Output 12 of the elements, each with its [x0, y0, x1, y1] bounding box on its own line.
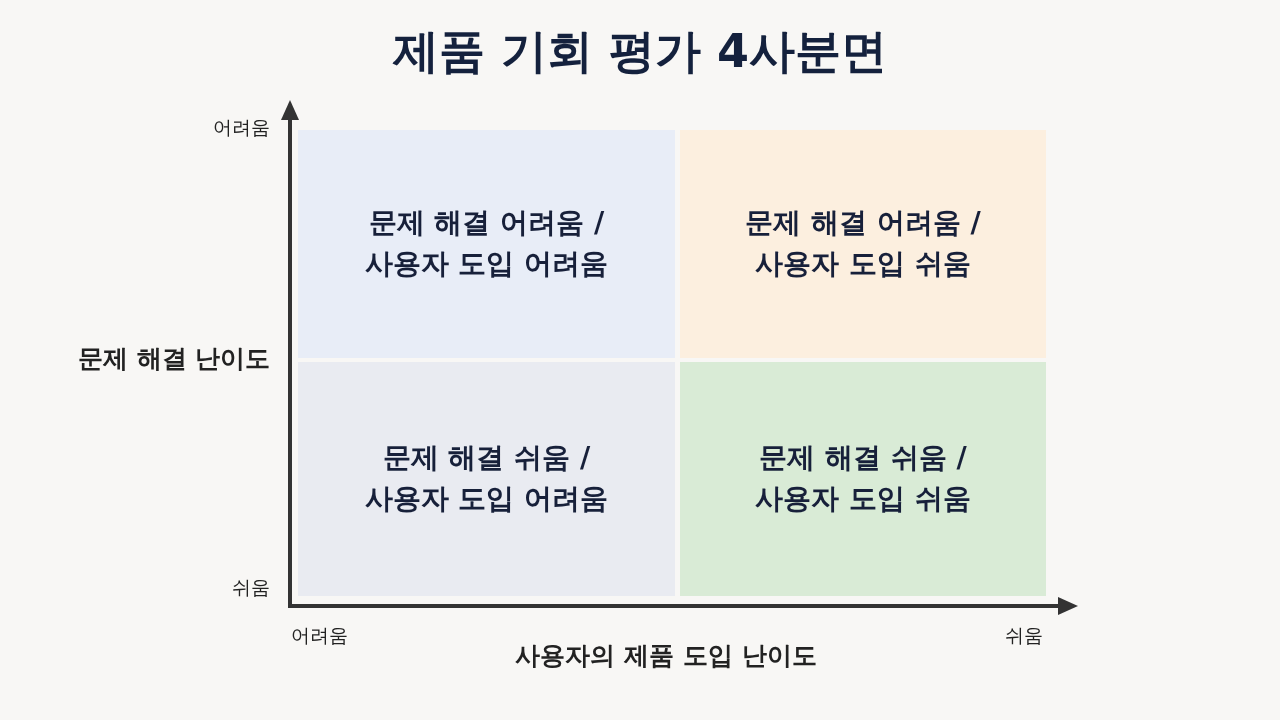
- axis-end-label: 어려움: [291, 624, 348, 647]
- axis-title: 문제 해결 난이도: [78, 344, 271, 374]
- axis-end-label: 쉬움: [232, 576, 270, 599]
- quadrant-label: 문제 해결 어려움 / 사용자 도입 어려움: [363, 205, 610, 282]
- axis-end-label: 어려움: [213, 116, 270, 139]
- quadrant-label: 문제 해결 쉬움 / 사용자 도입 어려움: [363, 440, 610, 517]
- quadrant-label: 문제 해결 쉬움 / 사용자 도입 쉬움: [754, 440, 972, 517]
- axis-title: 사용자의 제품 도입 난이도: [515, 641, 817, 671]
- title: 제품 기회 평가 4사분면: [392, 24, 888, 80]
- quadrant-panel: [680, 362, 1046, 596]
- axis-end-label: 쉬움: [1005, 624, 1043, 647]
- quadrant-label: 문제 해결 어려움 / 사용자 도입 쉬움: [744, 205, 982, 282]
